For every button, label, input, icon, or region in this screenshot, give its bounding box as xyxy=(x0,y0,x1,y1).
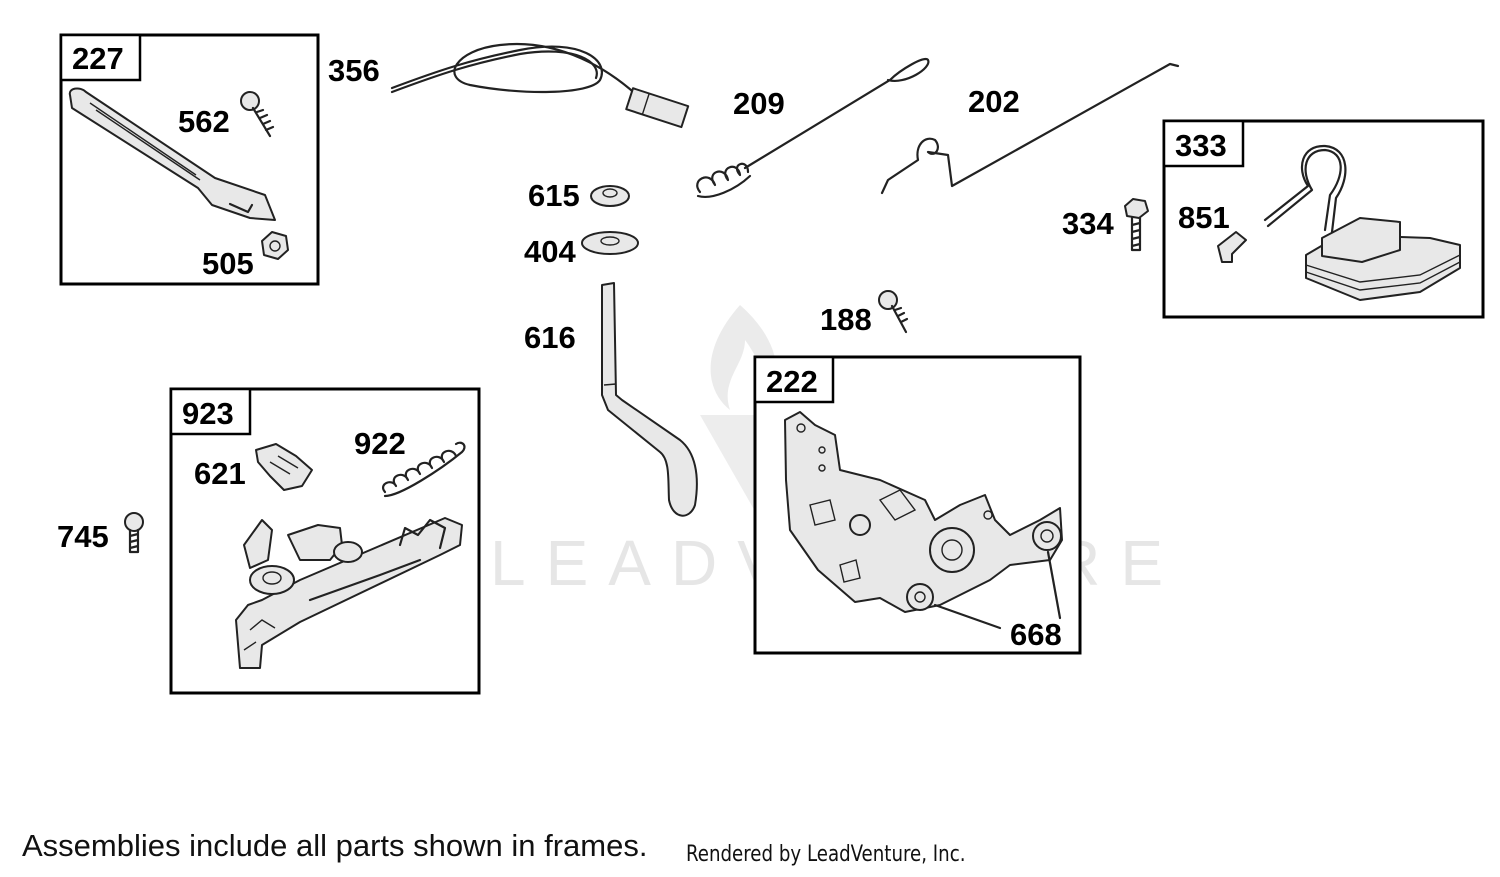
callout-851: 851 xyxy=(1178,200,1230,235)
rendered-by-credit: Rendered by LeadVenture, Inc. xyxy=(686,842,966,867)
callout-745: 745 xyxy=(57,519,109,554)
frame-227: 227 562 505 xyxy=(59,33,320,286)
callout-615: 615 xyxy=(528,178,580,213)
leader-668-b xyxy=(1046,550,1062,620)
callout-334: 334 xyxy=(1062,206,1114,241)
screw-745-part[interactable] xyxy=(124,512,144,554)
leader-668-a xyxy=(933,603,1002,630)
callout-616: 616 xyxy=(524,320,576,355)
rod-202-part[interactable] xyxy=(880,62,1180,195)
callout-668: 668 xyxy=(1010,617,1062,652)
spring-209-part[interactable] xyxy=(696,57,930,198)
control-bracket-part[interactable] xyxy=(784,411,1063,613)
frame-222-label: 222 xyxy=(766,364,818,399)
frame-923: 923 621 922 xyxy=(169,387,481,695)
cable-356-part[interactable] xyxy=(390,42,690,129)
callout-209: 209 xyxy=(733,86,785,121)
lever-616-part[interactable] xyxy=(601,282,698,517)
callout-562: 562 xyxy=(178,104,230,139)
spring-922-part[interactable] xyxy=(382,441,466,498)
callout-505: 505 xyxy=(202,246,254,281)
footer-note: Assemblies include all parts shown in fr… xyxy=(22,828,648,863)
watermark-flame-icon xyxy=(710,305,777,410)
screw-188-part[interactable] xyxy=(878,290,909,334)
washer-404-part[interactable] xyxy=(581,231,639,255)
callout-922: 922 xyxy=(354,426,406,461)
frame-222: 222 668 xyxy=(753,355,1082,655)
callout-404: 404 xyxy=(524,234,576,269)
bolt-334-part[interactable] xyxy=(1124,198,1149,252)
frame-333-label: 333 xyxy=(1175,128,1227,163)
callout-188: 188 xyxy=(820,302,872,337)
clip-621-part[interactable] xyxy=(255,443,313,491)
callout-621: 621 xyxy=(194,456,246,491)
throttle-lever-part[interactable] xyxy=(68,87,276,221)
screw-562-part[interactable] xyxy=(240,91,275,138)
nut-505-part[interactable] xyxy=(261,231,289,260)
callout-202: 202 xyxy=(968,84,1020,119)
frame-923-label: 923 xyxy=(182,396,234,431)
callout-356: 356 xyxy=(328,53,380,88)
frame-227-label: 227 xyxy=(72,41,124,76)
frame-333: 333 851 xyxy=(1162,119,1485,319)
washer-615-part[interactable] xyxy=(590,185,630,207)
connector-851-part[interactable] xyxy=(1217,231,1247,263)
governor-bracket-part[interactable] xyxy=(235,517,463,669)
ignition-coil-part[interactable] xyxy=(1263,144,1461,301)
